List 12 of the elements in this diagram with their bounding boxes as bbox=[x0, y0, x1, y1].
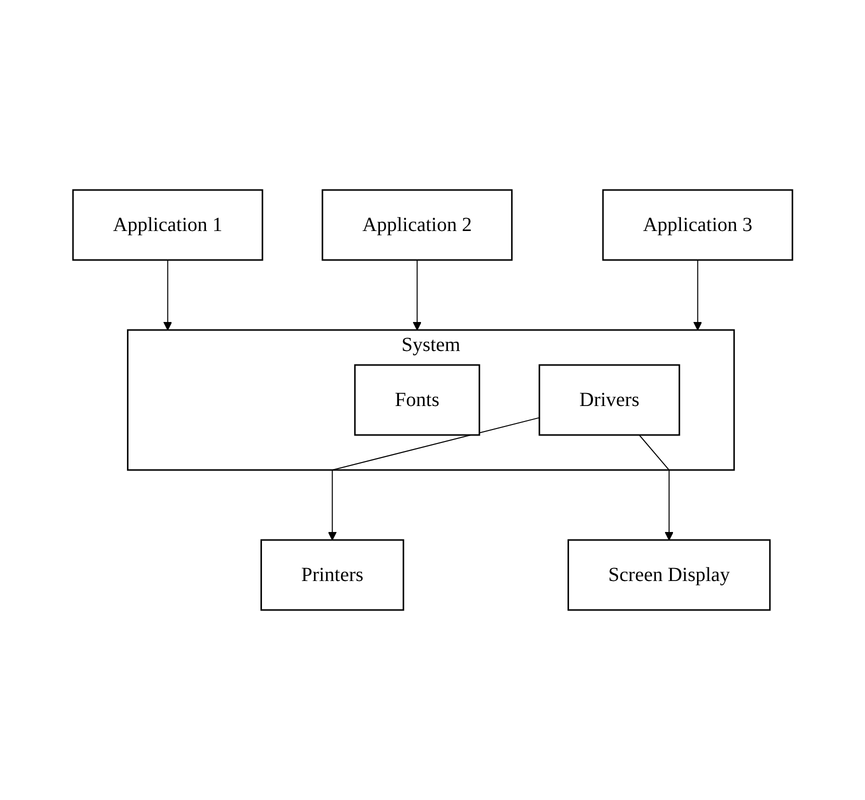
node-box: Fonts bbox=[354, 364, 480, 436]
node-box: Printers bbox=[260, 539, 404, 611]
node-box: Screen Display bbox=[567, 539, 770, 611]
arrow bbox=[693, 260, 702, 330]
arrow bbox=[328, 417, 540, 540]
arrow bbox=[163, 260, 172, 330]
node-box: Application 2 bbox=[321, 189, 512, 261]
arrow bbox=[412, 260, 422, 330]
node-box: Drivers bbox=[538, 364, 680, 436]
node-box: Application 1 bbox=[72, 189, 263, 261]
node-box: Application 3 bbox=[602, 189, 793, 261]
arrow bbox=[638, 434, 674, 540]
